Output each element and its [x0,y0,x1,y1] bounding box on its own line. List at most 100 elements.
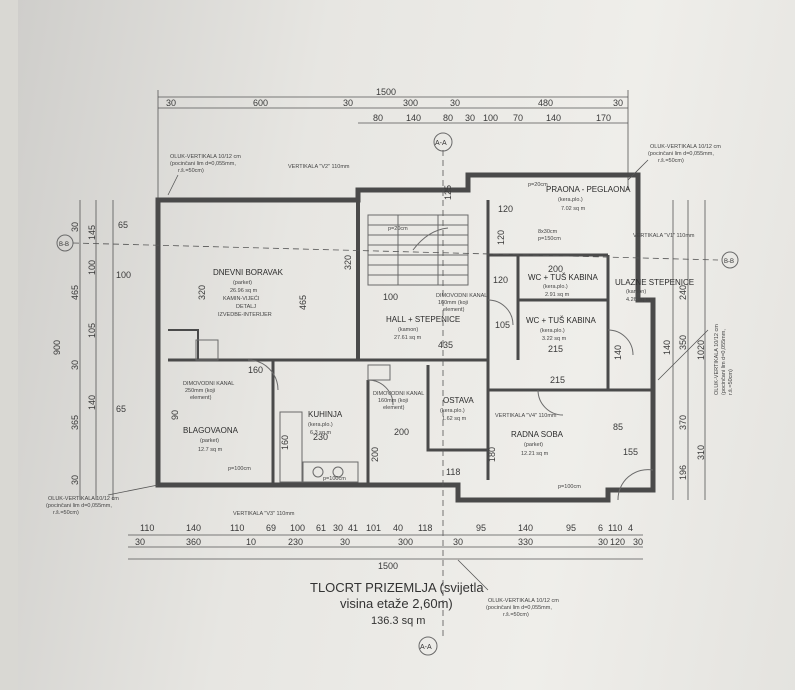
interior-dim-group: 140 [613,345,623,360]
note-parapet: p=20cm [388,226,408,232]
room-name: OSTAVA [443,396,474,405]
dim-top2: 80 [373,113,383,123]
room-name: PRAONA - PEGLAONA [546,185,631,194]
dim-left-inner: 65 [116,404,126,414]
door-swings [247,299,654,501]
room-area: 1.62 sq m [442,416,467,422]
room-area: 3.22 sq m [542,336,567,342]
room-floor: (kera.plo.) [558,197,583,203]
dim-left-inner: 145 [87,225,97,240]
dim-left-group: 105 [87,323,97,338]
room-radna-soba: RADNA SOBA (parket) 12.21 sq m [511,430,564,457]
dim-left-group: 365 [70,415,80,430]
interior-dim: 320 [343,255,353,270]
room-floor: (kamon) [626,289,646,295]
dim-top: 30 [166,98,176,108]
note-oluk: (pocinčani lim d=0,055mm, [46,503,112,509]
interior-dim-group: 160 [280,435,290,450]
room-name: WC + TUŠ KABINA [528,273,599,282]
room-name: ULAZNE STEPENICE [615,278,694,287]
room-hall: HALL + STEPENICE (kamon) 27.61 sq m [386,315,460,341]
note-dimovodni: DIMOVODNI KANAL [373,391,424,397]
drawing-sheet: 1500 30 600 30 300 30 480 30 80 140 80 3… [18,0,795,690]
interior-dim: 125 [443,185,453,200]
dim-bottom: 110 [140,523,154,533]
dim-left-group: 145 [87,225,97,240]
dim-bottom2: 30 [135,537,145,547]
note-oluk: r.š.=50cm) [53,510,79,516]
room-area: 2.91 sq m [545,292,570,298]
dim-left-total: 900 [52,340,62,355]
section-bb-left: B-B [59,242,69,248]
interior-dim: 105 [495,320,510,330]
dim-bottom: 41 [348,523,358,533]
dim-bottom: 110 [230,523,244,533]
room-name: KUHINJA [308,410,343,419]
room-area: 7.02 sq m [561,206,586,212]
bottom-dimension-lines [128,534,643,560]
interior-dim: 435 [438,340,453,350]
room-area: 26.96 sq m [230,288,258,294]
dim-top-total: 1500 [376,87,396,97]
kitchen-fixtures [279,411,359,483]
room-floor: (parket) [200,438,219,444]
dim-top: 30 [343,98,353,108]
dim-left-group: 30 [70,222,80,232]
dim-left: 30 [70,360,80,370]
dim-bottom2: 30 [598,537,608,547]
dim-bottom: 140 [186,523,201,533]
dim-bottom: 61 [316,523,326,533]
interior-dim: 85 [613,422,623,432]
interior-dim-group: 180 [487,447,497,462]
interior-dim-group: 320 [197,285,207,300]
dim-bottom: 69 [266,523,276,533]
dim-right: 196 [678,465,688,480]
room-blagovaona: BLAGOVAONA (parket) 12.7 sq m [183,426,239,453]
interior-dim-group: 120 [496,230,506,245]
dim-bottom: 140 [518,523,533,533]
room-floor: (kera.plo.) [540,328,565,334]
interior-dim: 120 [498,204,513,214]
room-ulazne-stepenice: ULAZNE STEPENICE (kamon) 4.26 sq m [615,278,694,303]
note-parapet: p=100cm [323,476,346,482]
note-parapet: p=100cm [228,466,251,472]
interior-dim: 120 [493,275,508,285]
room-ostava: OSTAVA (kera.plo.) 1.62 sq m [440,396,474,422]
note-oluk: r.š.=50cm) [503,612,529,618]
interior-dim: 465 [298,295,308,310]
note-dimovodni: 160mm (koji [438,300,468,306]
note-oluk: (pocinčani lim d=0,055mm, [486,605,552,611]
room-dnevni-boravak: DNEVNI BORAVAK (parket) 26.96 sq m KAMIN… [213,268,284,318]
section-markers [56,132,739,656]
dim-bottom: 30 [333,523,343,533]
note-dimovodni: element) [443,307,465,313]
chimney-boxes [195,339,391,381]
plan-title-line2: visina etaže 2,60m) [340,596,453,611]
note-dimovodni: element) [190,395,212,401]
dim-bottom: 101 [366,523,381,533]
note-oluk: OLUK-VERTIKALA 10/12 cm [488,598,559,604]
note-dimovodni: 250mm (koji [185,388,215,394]
note-oluk: (pocinčani lim d=0,055mm, [648,151,714,157]
dim-top2: 140 [406,113,421,123]
dim-left-group: 140 [87,395,97,410]
note-oluk: (pocinčani lim d=0,055mm, [170,161,236,167]
dim-left-inner: 100 [116,270,131,280]
interior-dim: 320 [197,285,207,300]
note-oluk: OLUK-VERTIKALA 10/12 cm [714,324,720,395]
exterior-walls [155,172,656,503]
interior-dim: 160 [280,435,290,450]
dim-right-group: 196 [678,465,688,480]
dim-bottom2: 30 [340,537,350,547]
room-name: WC + TUŠ KABINA [526,316,597,325]
dim-left-group: 900 [52,340,62,355]
dim-right-group: 350 [678,335,688,350]
top-dimension-lines [157,90,629,200]
interior-dim: 155 [623,447,638,457]
dim-left: 365 [70,415,80,430]
dim-bottom: 40 [393,523,403,533]
interior-dim: 230 [313,432,328,442]
dim-right-inner: 310 [696,445,706,460]
section-bb-right: B-B [724,259,734,265]
interior-dim: 90 [170,410,180,420]
